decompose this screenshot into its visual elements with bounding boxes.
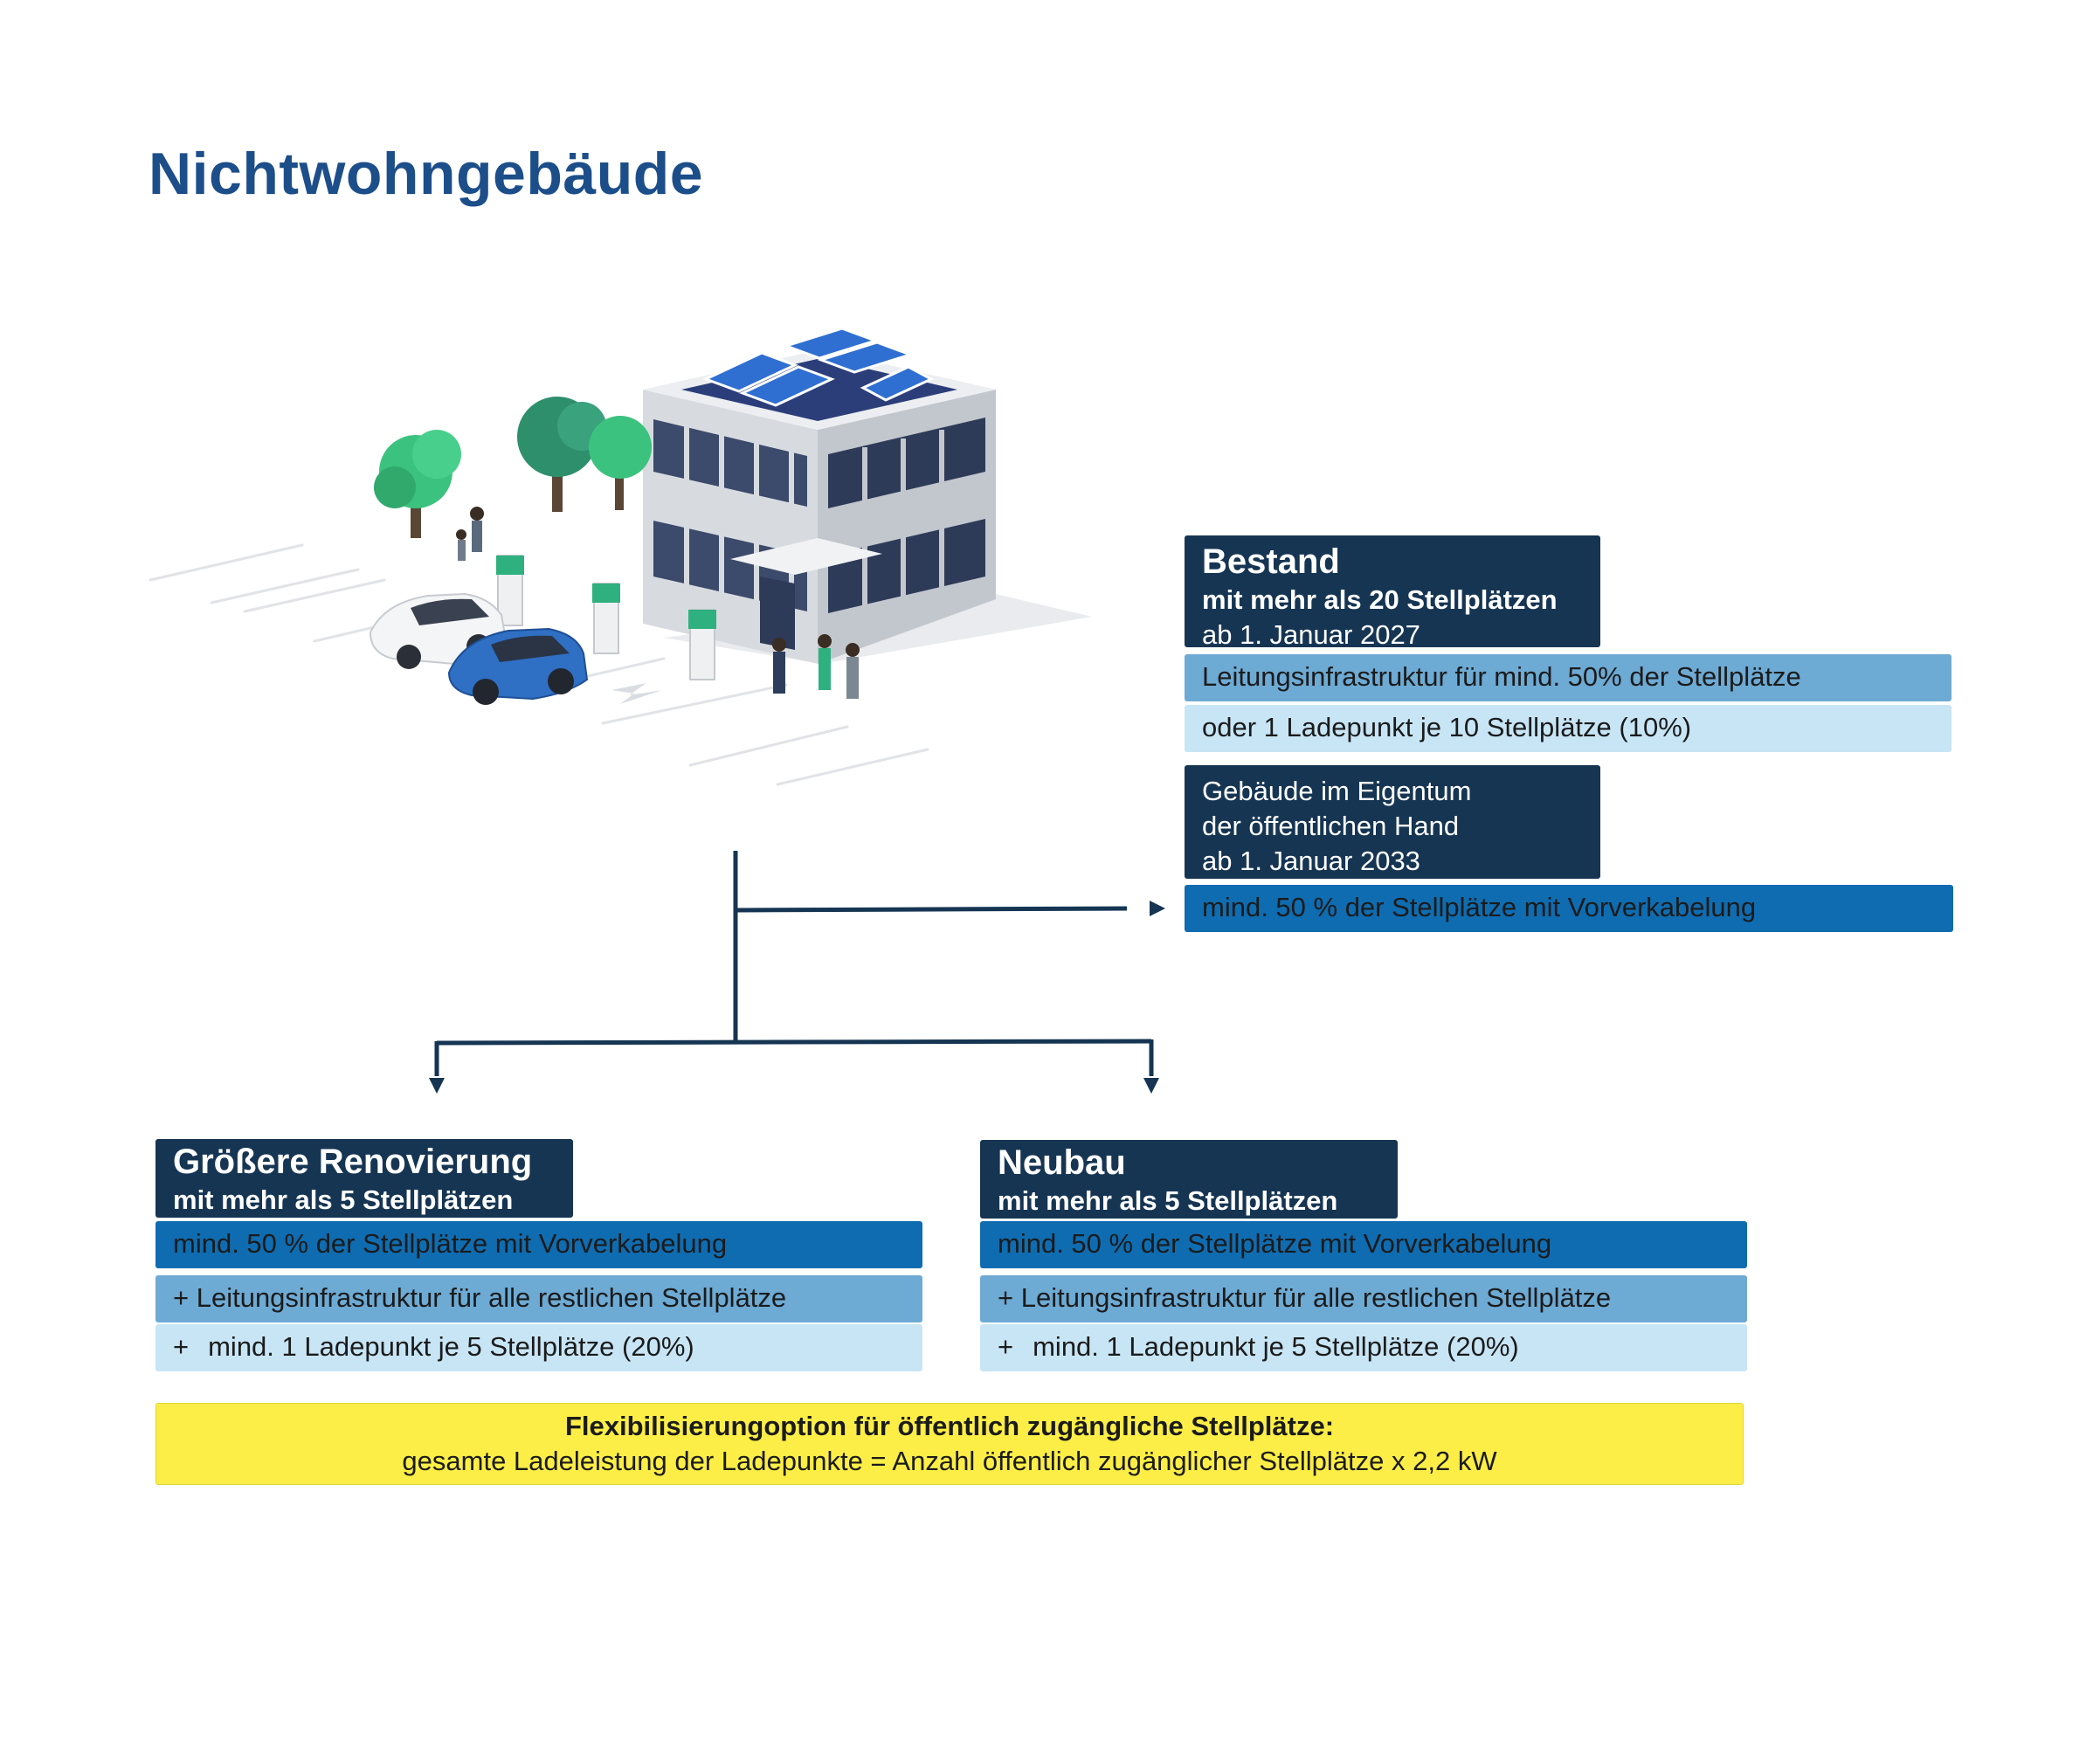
flex-option-title: Flexibilisierungoption für öffentlich zu… (564, 1411, 1335, 1441)
bestand-subtitle: mit mehr als 20 Stellplätzen (1202, 584, 1558, 615)
neubau-row-ladepunkt: + mind. 1 Ladepunkt je 5 Stellplätze (20%… (980, 1324, 1747, 1371)
flex-option-formula: gesamte Ladeleistung der Ladepunkte = An… (402, 1446, 1497, 1476)
bestand-row-ladepunkt: oder 1 Ladepunkt je 10 Stellplätze (10%) (1185, 705, 1951, 752)
neubau-row-leitungsinfrastruktur: + Leitungsinfrastruktur für alle restlic… (980, 1275, 1747, 1322)
renovierung-plus: + (173, 1331, 190, 1362)
flex-option-box: Flexibilisierungoption für öffentlich zu… (155, 1403, 1744, 1485)
oeffentlich-header: Gebäude im Eigentum der öffentlichen Han… (1185, 765, 1600, 879)
neubau-header: Neubau mit mehr als 5 Stellplätzen (980, 1140, 1398, 1219)
arrow-heads (429, 901, 1165, 1094)
bestand-row-infrastructure: Leitungsinfrastruktur für mind. 50% der … (1185, 654, 1951, 701)
renovierung-row-ladepunkt: + mind. 1 Ladepunkt je 5 Stellplätze (20%… (155, 1324, 922, 1371)
renovierung-row-vorverkabelung: mind. 50 % der Stellplätze mit Vorverkab… (155, 1221, 922, 1268)
renovierung-row-leitungsinfrastruktur: + Leitungsinfrastruktur für alle restlic… (155, 1275, 922, 1322)
connector-arrows (434, 851, 1154, 1076)
neubau-subtitle: mit mehr als 5 Stellplätzen (998, 1185, 1338, 1216)
renovierung-subtitle: mit mehr als 5 Stellplätzen (173, 1184, 514, 1215)
renovierung-title: Größere Renovierung (173, 1143, 533, 1181)
renovierung-ladepunkt-text: mind. 1 Ladepunkt je 5 Stellplätze (20%) (208, 1331, 694, 1362)
bestand-date: ab 1. Januar 2027 (1202, 619, 1420, 650)
neubau-ladepunkt-text: mind. 1 Ladepunkt je 5 Stellplätze (20%) (1033, 1331, 1519, 1362)
neubau-plus: + (998, 1331, 1014, 1362)
office-building-ev-charging-illustration (149, 327, 1092, 786)
renovierung-header: Größere Renovierung mit mehr als 5 Stell… (155, 1139, 573, 1218)
neubau-title: Neubau (998, 1143, 1126, 1182)
page-title: Nichtwohngebäude (149, 141, 704, 207)
oeffentlich-line2: der öffentlichen Hand (1202, 811, 1460, 841)
bestand-title: Bestand (1202, 542, 1340, 581)
oeffentlich-line1: Gebäude im Eigentum (1202, 776, 1472, 806)
bestand-header: Bestand mit mehr als 20 Stellplätzen ab … (1185, 535, 1600, 650)
neubau-row-vorverkabelung: mind. 50 % der Stellplätze mit Vorverkab… (980, 1221, 1747, 1268)
oeffentlich-line3: ab 1. Januar 2033 (1202, 846, 1420, 876)
oeffentlich-row: mind. 50 % der Stellplätze mit Vorverkab… (1185, 885, 1953, 932)
